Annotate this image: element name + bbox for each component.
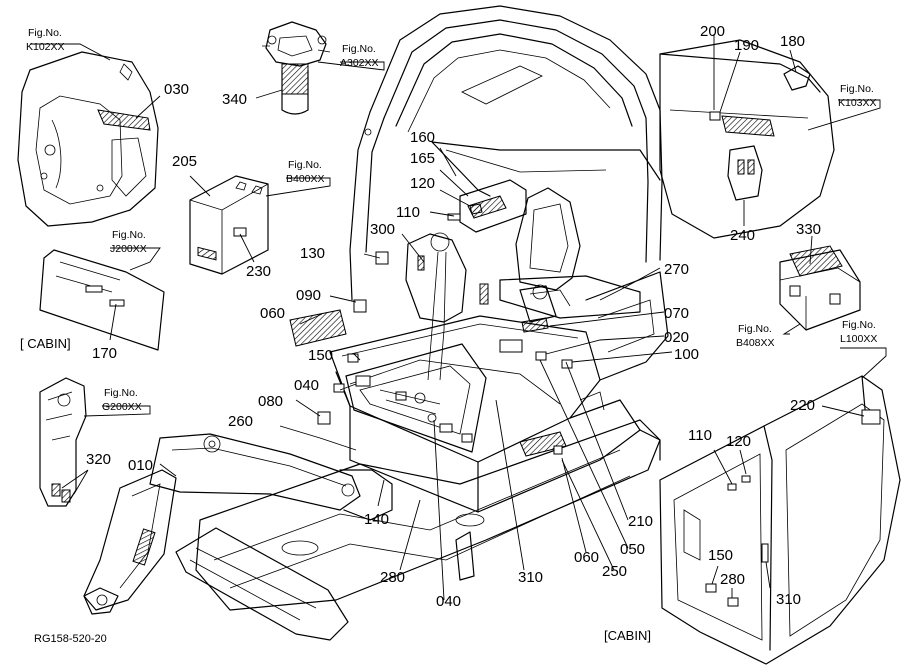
storage-box <box>779 245 861 331</box>
machine-deck <box>329 315 641 513</box>
callout: 310 <box>776 591 801 608</box>
fig-ref-b408: Fig.No. B408XX <box>736 323 775 349</box>
fig-ref-code: K102XX <box>26 41 65 53</box>
fuel-filter-assembly <box>262 21 331 115</box>
side-cover-panel <box>17 51 159 227</box>
fig-ref-code: L100XX <box>840 333 877 345</box>
callout: 170 <box>92 345 117 362</box>
front-attachment-detail <box>39 377 87 507</box>
cabin-floor-sheet <box>39 249 165 351</box>
callout: 040 <box>294 377 319 394</box>
decals <box>289 203 573 457</box>
callout: 130 <box>300 245 325 262</box>
callout: 060 <box>260 305 285 322</box>
callout: 110 <box>396 204 420 221</box>
fig-ref-code: A302XX <box>340 57 379 69</box>
callout: 150 <box>308 347 333 364</box>
fig-ref-prefix: Fig.No. <box>112 229 146 241</box>
roof-panel <box>659 39 835 239</box>
callout: 190 <box>734 37 759 54</box>
fig-ref-prefix: Fig.No. <box>288 159 322 171</box>
cabin-enclosure <box>659 375 901 665</box>
callout: 030 <box>164 81 189 98</box>
callout: 200 <box>700 23 725 40</box>
boom <box>149 433 393 521</box>
fig-ref-prefix: Fig.No. <box>28 27 62 39</box>
callout: 040 <box>436 593 461 610</box>
callout: 210 <box>628 513 653 530</box>
dozer-blade <box>175 527 349 641</box>
fig-ref-prefix: Fig.No. <box>104 387 138 399</box>
callout: 300 <box>370 221 395 238</box>
battery <box>189 175 269 275</box>
fig-ref-a302: Fig.No. A302XX <box>340 43 379 69</box>
callout: 270 <box>664 261 689 278</box>
callout: 120 <box>410 175 435 192</box>
callout: 220 <box>790 397 815 414</box>
callout: 060 <box>574 549 599 566</box>
callout: 140 <box>364 511 389 528</box>
fig-ref-prefix: Fig.No. <box>842 319 876 331</box>
callout: 150 <box>708 547 733 564</box>
callouts: 030 340 205 230 170 320 010 160 165 120 … <box>86 23 821 610</box>
callout: 240 <box>730 227 755 244</box>
fig-ref-prefix: Fig.No. <box>738 323 772 335</box>
callout: 010 <box>128 457 153 474</box>
leader-lines <box>30 34 887 601</box>
fig-ref-prefix: Fig.No. <box>840 83 874 95</box>
fig-ref-j200: Fig.No. J200XX <box>110 229 147 255</box>
side-wall <box>569 271 669 461</box>
cabin-label: [CABIN] <box>604 628 651 643</box>
callout: 310 <box>518 569 543 586</box>
arm <box>83 469 177 615</box>
callout: 165 <box>410 150 435 167</box>
callout: 250 <box>602 563 627 580</box>
fig-ref-l100: Fig.No. L100XX <box>840 319 877 345</box>
callout: 180 <box>780 33 805 50</box>
cabin-label: [ CABIN] <box>20 336 71 351</box>
fig-ref-b400: Fig.No. B400XX <box>286 159 325 185</box>
callout: 320 <box>86 451 111 468</box>
callout: 205 <box>172 153 197 170</box>
fig-ref-k103: Fig.No. K103XX <box>838 83 877 109</box>
callout: 090 <box>296 287 321 304</box>
fig-ref-code: B400XX <box>286 173 325 185</box>
callout: 110 <box>688 427 712 444</box>
drawing-ref-code: RG158-520-20 <box>34 633 107 645</box>
fig-ref-code: K103XX <box>838 97 877 109</box>
callout: 080 <box>258 393 283 410</box>
callout: 340 <box>222 91 247 108</box>
fig-ref-code: B408XX <box>736 337 775 349</box>
callout: 160 <box>410 129 435 146</box>
callout: 280 <box>720 571 745 588</box>
fig-ref-code: J200XX <box>110 243 147 255</box>
callout: 260 <box>228 413 253 430</box>
fig-ref-k102: Fig.No. K102XX <box>26 27 65 53</box>
callout: 230 <box>246 263 271 280</box>
callout: 100 <box>674 346 699 363</box>
fig-ref-g200: Fig.No. G200XX <box>102 387 142 413</box>
callout: 070 <box>664 305 689 322</box>
fig-ref-code: G200XX <box>102 401 142 413</box>
fig-ref-prefix: Fig.No. <box>342 43 376 55</box>
callout: 050 <box>620 541 645 558</box>
track-frame <box>195 419 661 611</box>
callout: 120 <box>726 433 751 450</box>
callout: 020 <box>664 329 689 346</box>
operator-seat <box>499 187 641 323</box>
callout: 280 <box>380 569 405 586</box>
callout: 330 <box>796 221 821 238</box>
cabin-frame <box>349 5 663 301</box>
